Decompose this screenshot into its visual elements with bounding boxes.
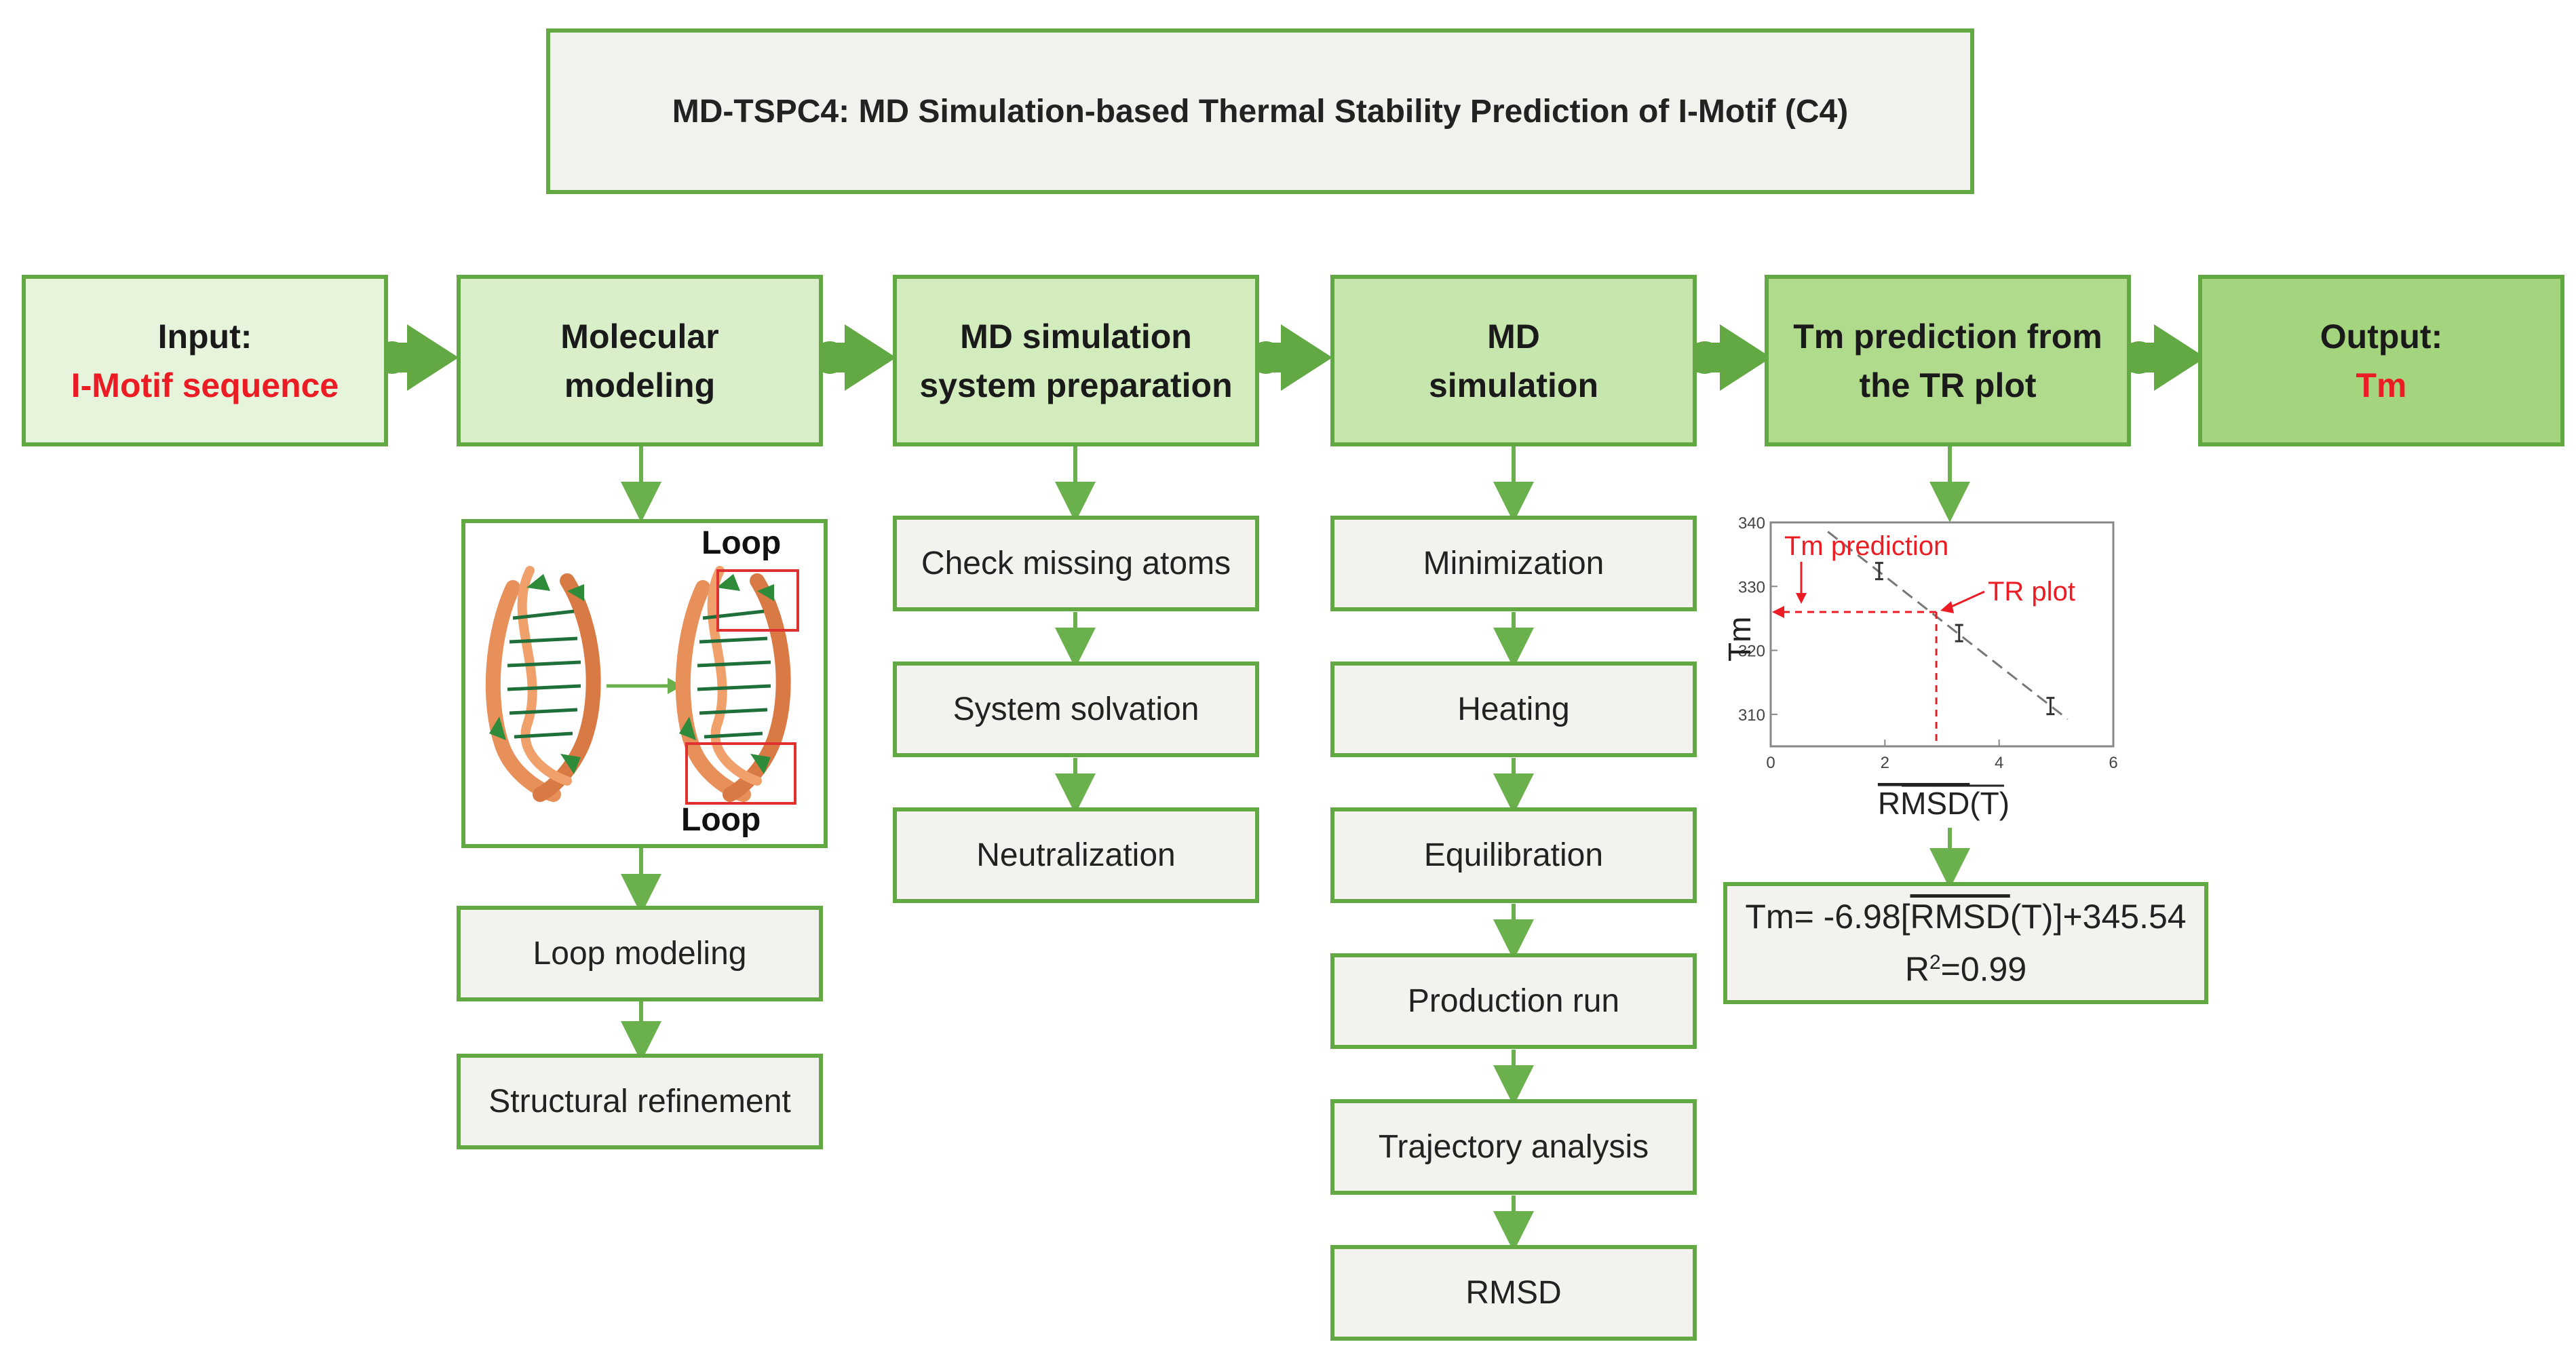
- step-system-solvation-label: System solvation: [953, 691, 1199, 727]
- stage-molecular-line2: modeling: [564, 366, 716, 404]
- annotation-tm-prediction: Tm prediction: [1784, 531, 1948, 561]
- title-text: MD-TSPC4: MD Simulation-based Thermal St…: [672, 93, 1849, 130]
- molecule-image-panel: Loop Loop: [461, 519, 828, 848]
- stage-tm-prediction: Tm prediction from the TR plot: [1765, 275, 2131, 446]
- tr-plot-arrow: [1948, 590, 1985, 609]
- loop-label-bottom: Loop: [681, 802, 761, 838]
- step-production-run: Production run: [1330, 953, 1697, 1049]
- stage-tm-line2: the TR plot: [1859, 366, 2037, 404]
- equation-overline: RMSD: [1910, 898, 2010, 936]
- stage-output-line1: Output:: [2320, 317, 2443, 356]
- stage-tm-line1: Tm prediction from: [1793, 317, 2102, 356]
- right-structure: [675, 566, 799, 805]
- stage-output: Output: Tm: [2198, 275, 2564, 446]
- x-tick-label: 6: [2109, 754, 2117, 772]
- stage-md-line2: simulation: [1428, 366, 1599, 404]
- data-points: [1875, 562, 2055, 716]
- data-point: [1955, 624, 1963, 643]
- y-tick-label: 340: [1738, 516, 1765, 533]
- arrow-md-to-tm: [1689, 324, 1771, 391]
- step-minimization: Minimization: [1330, 516, 1697, 611]
- stage-system-preparation: MD simulation system preparation: [893, 275, 1259, 446]
- step-check-missing-atoms: Check missing atoms: [893, 516, 1259, 611]
- equation-line: Tm= -6.98[RMSD(T)]+345.54: [1745, 894, 2186, 940]
- step-rmsd: RMSD: [1330, 1245, 1697, 1341]
- step-check-missing-atoms-label: Check missing atoms: [921, 545, 1231, 581]
- fit-line: [1827, 531, 2069, 721]
- stage-md-simulation: MD simulation: [1330, 275, 1697, 446]
- x-axis-label-rest: (T): [1969, 786, 2010, 821]
- y-tick-label: 320: [1738, 643, 1765, 661]
- stage-molecular-modeling: Molecular modeling: [457, 275, 823, 446]
- loop-highlight-top: [716, 569, 799, 632]
- diagram-title: MD-TSPC4: MD Simulation-based Thermal St…: [546, 28, 1974, 194]
- x-ticks: 0 2 4 6: [1766, 740, 2118, 772]
- arrow-prep-to-md: [1250, 324, 1332, 391]
- x-axis-label: RMSD(T): [1878, 786, 2010, 821]
- step-structural-refinement-label: Structural refinement: [488, 1084, 791, 1119]
- annotation-tr-plot: TR plot: [1988, 577, 2075, 607]
- step-production-run-label: Production run: [1407, 983, 1620, 1019]
- regression-equation: Tm= -6.98[RMSD(T)]+345.54 R2=0.99: [1723, 882, 2208, 1004]
- stage-prep-line2: system preparation: [919, 366, 1233, 404]
- r2-sup: 2: [1929, 951, 1941, 974]
- x-axis-label-overline: RMSD: [1878, 786, 1969, 821]
- y-tick-label: 330: [1738, 578, 1765, 596]
- arrow-input-to-molecular: [377, 324, 459, 391]
- stage-input-line1: Input:: [157, 317, 252, 356]
- molecule-illustration: [485, 566, 799, 805]
- equation-prefix: Tm= -6.98[: [1745, 898, 1910, 936]
- stage-md-line1: MD: [1487, 317, 1540, 356]
- step-trajectory-analysis: Trajectory analysis: [1330, 1099, 1697, 1195]
- arrow-molecular-to-prep: [814, 324, 896, 391]
- step-equilibration: Equilibration: [1330, 807, 1697, 903]
- step-equilibration-label: Equilibration: [1423, 837, 1604, 873]
- stage-prep-line1: MD simulation: [960, 317, 1192, 356]
- y-tick-label: 310: [1738, 706, 1765, 725]
- stage-output-line2: Tm: [2356, 366, 2407, 404]
- left-structure: [485, 566, 601, 802]
- step-heating: Heating: [1330, 662, 1697, 757]
- r2-label: R: [1904, 950, 1929, 989]
- r-squared-line: R2=0.99: [1905, 940, 2026, 993]
- stage-molecular-line1: Molecular: [560, 317, 719, 356]
- tm-prediction-arrow-head: [1796, 593, 1807, 604]
- prediction-arrow-head: [1772, 606, 1784, 618]
- y-ticks: 310 320 330 340: [1738, 516, 1777, 725]
- step-rmsd-label: RMSD: [1465, 1275, 1562, 1311]
- step-heating-label: Heating: [1457, 691, 1570, 727]
- arrow-tm-to-output: [2123, 324, 2206, 391]
- step-loop-modeling: Loop modeling: [457, 906, 823, 1001]
- x-tick-label: 2: [1881, 754, 1889, 772]
- loop-highlight-bottom: [685, 742, 796, 805]
- tr-plot-arrow-head: [1940, 601, 1955, 613]
- loop-label-top: Loop: [701, 525, 782, 561]
- step-neutralization: Neutralization: [893, 807, 1259, 903]
- equation-suffix: (T)]+345.54: [2010, 898, 2187, 936]
- y-axis-label: Tm: [1722, 617, 1757, 662]
- stage-input: Input: I-Motif sequence: [22, 275, 388, 446]
- step-system-solvation: System solvation: [893, 662, 1259, 757]
- vertical-arrows: [621, 446, 1970, 1252]
- stage-input-line2: I-Motif sequence: [71, 366, 339, 404]
- x-tick-label: 4: [1995, 754, 2003, 772]
- step-neutralization-label: Neutralization: [976, 837, 1176, 873]
- x-tick-label: 0: [1766, 754, 1775, 772]
- step-structural-refinement: Structural refinement: [457, 1054, 823, 1149]
- step-minimization-label: Minimization: [1423, 545, 1604, 581]
- r2-value: =0.99: [1940, 950, 2027, 989]
- data-point: [1875, 562, 1883, 581]
- data-point: [2046, 697, 2055, 716]
- step-trajectory-analysis-label: Trajectory analysis: [1378, 1129, 1649, 1165]
- step-loop-modeling-label: Loop modeling: [533, 936, 747, 972]
